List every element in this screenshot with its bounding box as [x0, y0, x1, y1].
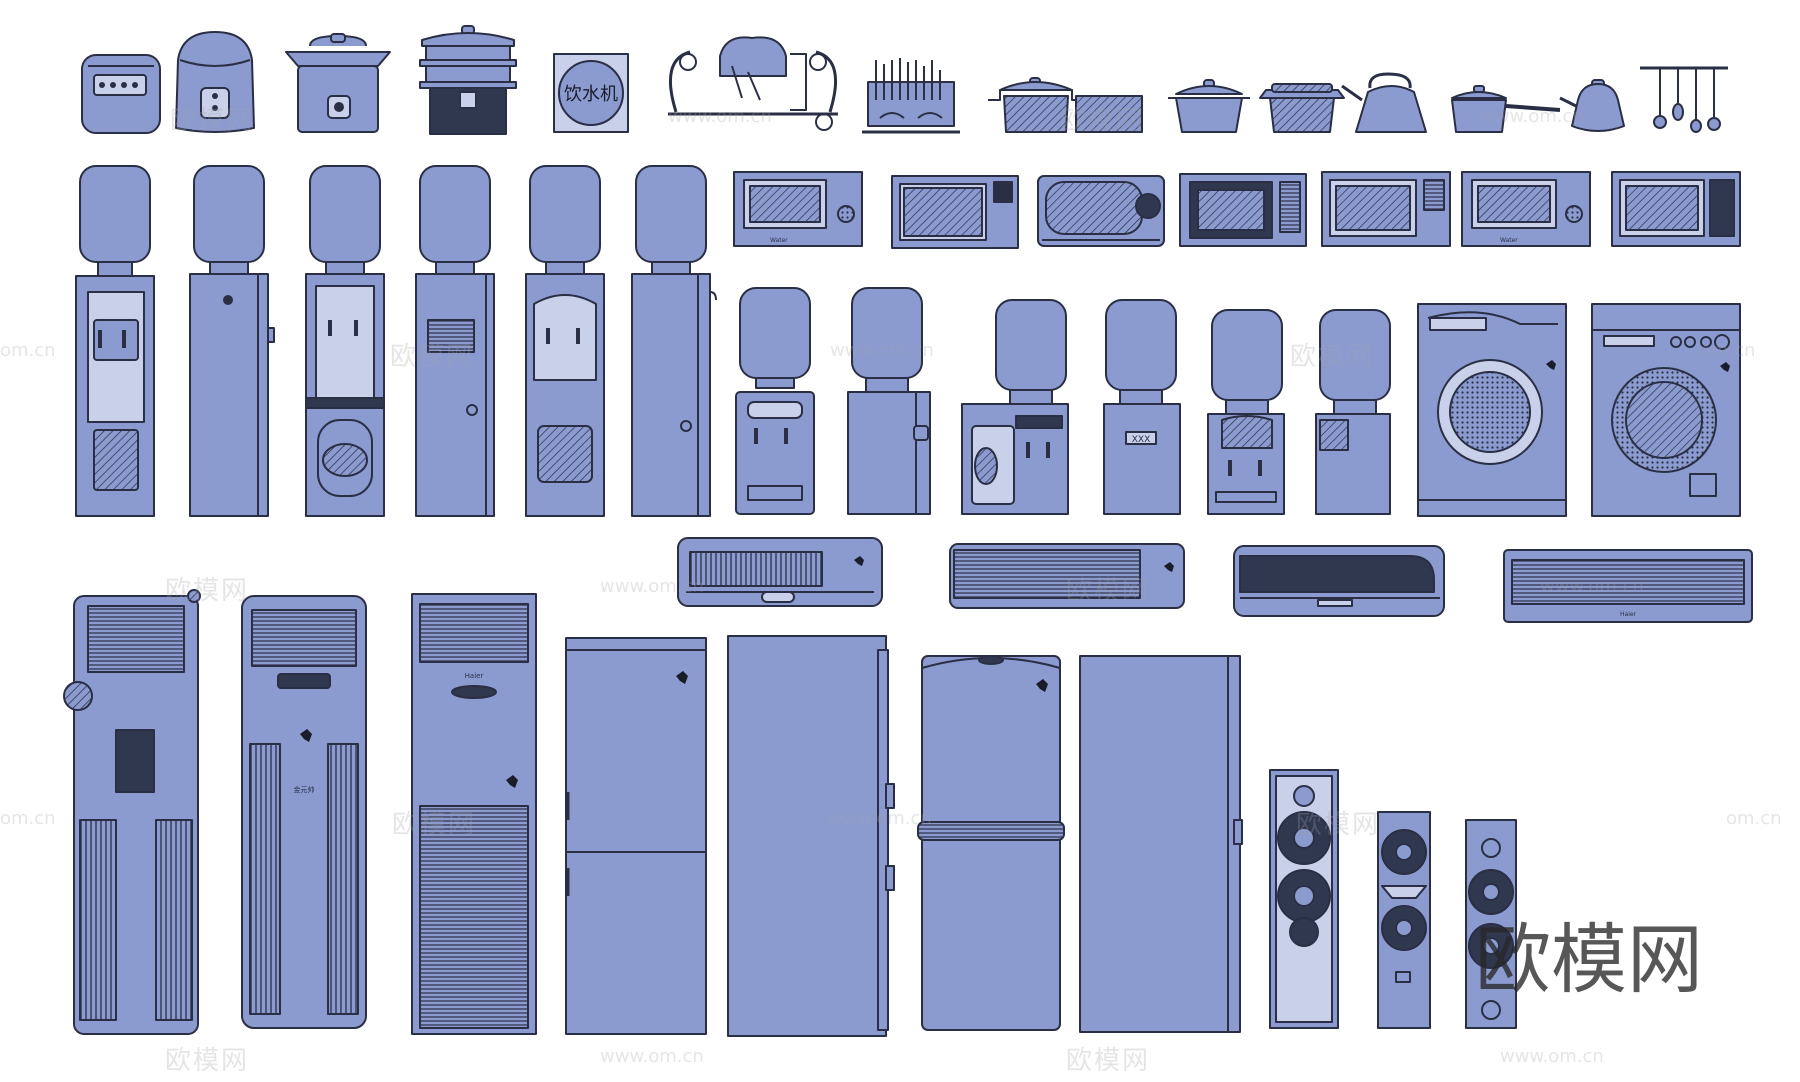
microwave-7 — [1611, 171, 1741, 247]
split-ac-4-brand: Haier — [1620, 611, 1637, 618]
split-ac-2 — [949, 543, 1185, 609]
water-dispenser-6 — [631, 165, 717, 517]
utensil-rack — [1640, 66, 1728, 133]
dispenser-sign: 饮水机 — [553, 53, 629, 133]
steamer-pot — [419, 25, 517, 135]
dispenser-sign-label: 饮水机 — [564, 84, 618, 105]
floor-ac-3-brand: Haier — [465, 672, 484, 680]
watermark-logo-text: 欧模网 — [1475, 915, 1703, 1004]
rice-cooker-1 — [81, 54, 161, 134]
casserole-pot — [1168, 79, 1250, 133]
microwave-5 — [1321, 171, 1451, 247]
microwave-2 — [891, 175, 1019, 249]
refrigerator-3 — [917, 655, 1065, 1031]
rice-cooker-2 — [175, 31, 255, 133]
split-ac-3 — [1233, 545, 1445, 617]
countertop-dispenser-2 — [847, 287, 931, 515]
microwave-6-brand: Water — [1500, 237, 1518, 244]
roasting-pan — [1259, 83, 1345, 133]
countertop-dispenser-6 — [1315, 309, 1391, 515]
water-dispenser-3 — [305, 165, 385, 517]
countertop-dispenser-1 — [735, 287, 815, 515]
water-dispenser-5 — [525, 165, 605, 517]
water-dispenser-2 — [189, 165, 275, 517]
countertop-dispenser-5 — [1207, 309, 1285, 515]
brand-logo-icon — [854, 556, 864, 566]
brand-logo-icon — [1036, 679, 1048, 692]
dish-rack-decorative — [668, 36, 838, 131]
floor-ac-1 — [63, 589, 201, 1035]
microwave-6: Water — [1461, 171, 1591, 247]
cooking-pot-with-pan — [988, 77, 1143, 133]
kettle-2 — [1559, 79, 1625, 132]
brand-logo-icon — [1546, 360, 1556, 370]
brand-logo-icon — [506, 775, 518, 788]
washing-machine-2 — [1591, 303, 1741, 517]
split-ac-4: Haier — [1503, 549, 1753, 623]
floor-ac-2-brand: 金元帅 — [294, 785, 315, 794]
microwave-4 — [1179, 173, 1307, 247]
speaker-2 — [1377, 811, 1431, 1029]
split-ac-1 — [677, 537, 883, 607]
refrigerator-4 — [1079, 655, 1243, 1033]
microwave-1-brand: Water — [770, 237, 788, 244]
saucepan — [1451, 85, 1561, 133]
floor-ac-2: 金元帅 — [241, 595, 367, 1029]
brand-logo-icon — [1164, 562, 1174, 572]
brand-logo-icon — [676, 671, 688, 684]
speaker-1 — [1269, 769, 1339, 1029]
kettle-1 — [1341, 72, 1427, 133]
dispenser-display: XXX — [1132, 435, 1151, 445]
washing-machine-1 — [1417, 303, 1567, 517]
dish-drying-rack — [862, 58, 960, 134]
floor-ac-3: Haier — [411, 593, 537, 1035]
refrigerator-1 — [565, 637, 707, 1035]
microwave-3 — [1037, 175, 1165, 247]
water-dispenser-1 — [75, 165, 155, 517]
refrigerator-2 — [727, 635, 895, 1037]
brand-logo-icon — [1720, 362, 1730, 372]
countertop-dispenser-3 — [961, 299, 1069, 515]
countertop-dispenser-4: XXX — [1103, 299, 1181, 515]
water-dispenser-4 — [415, 165, 495, 517]
brand-logo-icon — [300, 729, 312, 742]
microwave-1: Water — [733, 171, 863, 247]
brand-logo-icons — [300, 360, 1730, 788]
speaker-3 — [1465, 819, 1517, 1029]
rice-cooker-3 — [285, 33, 391, 133]
